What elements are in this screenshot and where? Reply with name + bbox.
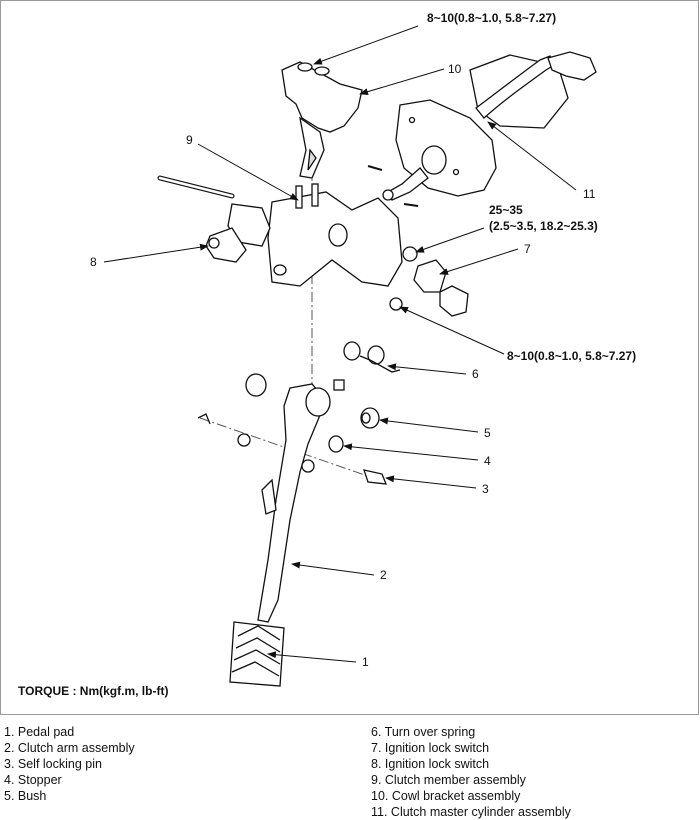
legend-item-4: 4. Stopper [4,773,62,787]
torque-label-lower: 8~10(0.8~1.0, 5.8~7.27) [507,349,636,363]
callout-7: 7 [524,242,531,256]
callout-2: 2 [380,568,387,582]
legend-item-6: 6. Turn over spring [371,725,476,739]
legend-item-11: 11. Clutch master cylinder assembly [371,805,571,819]
legend-item-5: 5. Bush [4,789,47,803]
callout-6: 6 [472,367,479,381]
torque-note: TORQUE : Nm(kgf.m, lb-ft) [18,684,168,698]
clutch-arm-assembly [245,373,331,623]
callout-10: 10 [448,62,462,76]
small-parts [197,407,388,485]
torque-label-mid-2: (2.5~3.5, 18.2~25.3) [489,219,598,233]
legend-left: 1. Pedal pad 2. Clutch arm assembly 3. S… [4,724,135,804]
callout-3: 3 [482,482,489,496]
legend-item-2: 2. Clutch arm assembly [4,741,135,755]
ignition-lock-switch-right [389,246,469,317]
legend-item-10: 10. Cowl bracket assembly [371,789,521,803]
clutch-master-cylinder-assembly [367,51,597,207]
legend-item-1: 1. Pedal pad [4,725,75,739]
legend-item-9: 9. Clutch member assembly [371,773,526,787]
cowl-bracket-assembly [281,61,363,179]
leader-lines [103,25,577,663]
callout-1: 1 [362,655,369,669]
callout-9: 9 [186,133,193,147]
legend-item-3: 3. Self locking pin [4,757,102,771]
pedal-pad [229,621,285,687]
legend-right: 6. Turn over spring 7. Ignition lock swi… [371,724,571,820]
diagram-frame [0,0,699,715]
torque-label-top: 8~10(0.8~1.0, 5.8~7.27) [427,11,556,25]
turn-over-spring [333,341,401,391]
ignition-lock-switch-left [205,203,271,263]
clutch-pedal-exploded-diagram: 8~10(0.8~1.0, 5.8~7.27) 25~35 (2.5~3.5, … [18,11,636,698]
callout-4: 4 [484,454,491,468]
callout-8: 8 [90,255,97,269]
clutch-member-assembly [157,175,403,287]
torque-label-mid-1: 25~35 [489,203,523,217]
callout-11: 11 [583,187,596,201]
legend-item-8: 8. Ignition lock switch [371,757,490,771]
callout-5: 5 [484,426,491,440]
legend-item-7: 7. Ignition lock switch [371,741,490,755]
